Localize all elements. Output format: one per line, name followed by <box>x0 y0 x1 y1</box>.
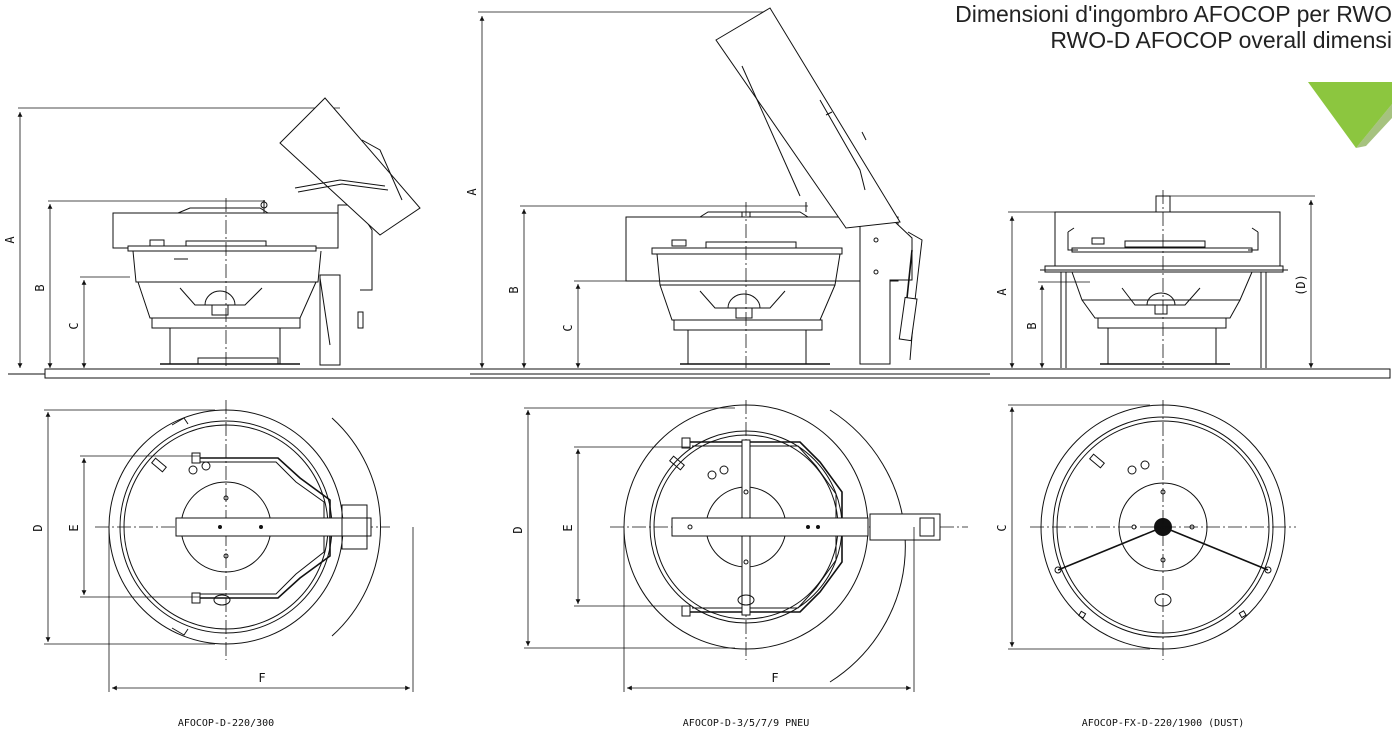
dim-label-a: A <box>3 236 17 244</box>
dim-label-c: C <box>995 524 1009 531</box>
side-view-3: (D) A B <box>995 190 1315 368</box>
top-view-1: D E F <box>31 400 414 692</box>
dim-label-f: F <box>771 671 778 685</box>
title-italian: Dimensioni d'ingombro AFOCOP per RWO <box>955 1 1392 27</box>
dim-label-b: B <box>33 284 47 291</box>
side-view-1: A B C <box>3 97 421 368</box>
side-view-2: A B C <box>465 7 923 368</box>
ground-line <box>8 368 1391 379</box>
dim-label-e: E <box>67 524 81 531</box>
dim-label-a: A <box>995 288 1009 296</box>
dim-label-b: B <box>1025 322 1039 329</box>
dim-label-a: A <box>465 188 479 196</box>
top-view-2: D E F <box>511 400 968 692</box>
title-english: RWO-D AFOCOP overall dimensi <box>1050 27 1392 53</box>
dim-label-d: D <box>511 526 525 533</box>
dim-label-b: B <box>507 286 521 293</box>
dim-label-e: E <box>561 524 575 531</box>
top-view-3: C <box>995 400 1296 660</box>
dim-label-c: C <box>561 324 575 331</box>
dim-label-d: D <box>31 524 45 531</box>
caption-drawing-1: AFOCOP-D-220/300 <box>178 718 274 729</box>
caption-drawing-3: AFOCOP-FX-D-220/1900 (DUST) <box>1082 718 1245 729</box>
dim-label-f: F <box>258 671 265 685</box>
dim-label-d-paren: (D) <box>1294 274 1308 296</box>
green-triangle-icon <box>1308 82 1392 148</box>
dim-label-c: C <box>67 322 81 329</box>
caption-drawing-2: AFOCOP-D-3/5/7/9 PNEU <box>683 718 809 729</box>
